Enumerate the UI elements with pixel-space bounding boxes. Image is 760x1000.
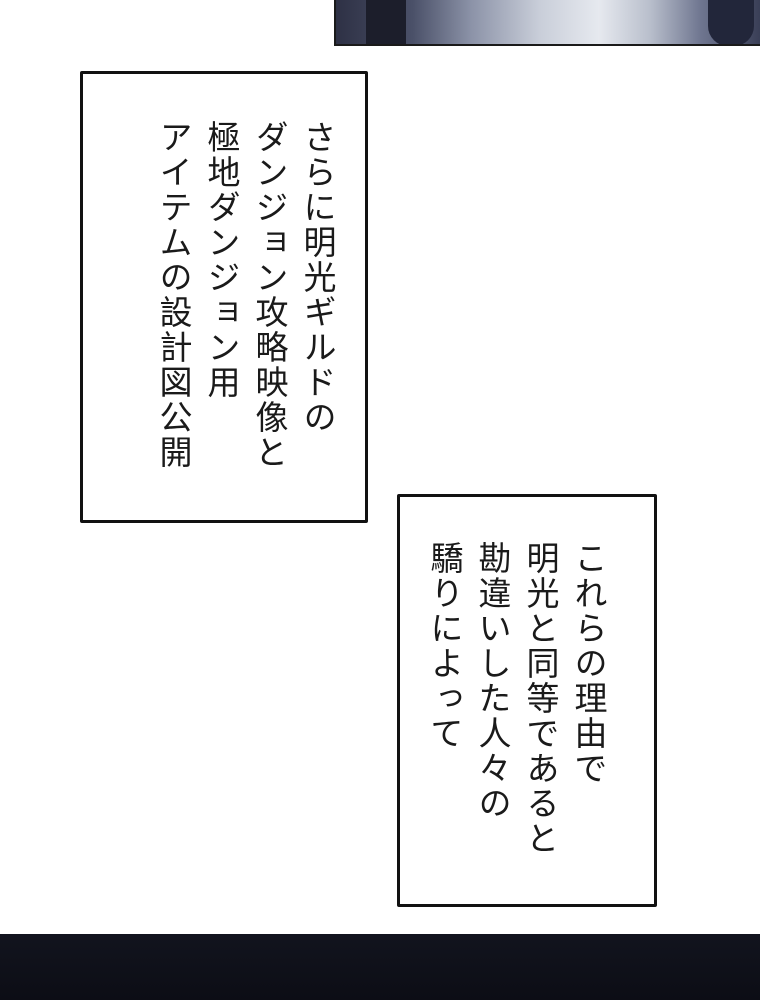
- top-artwork-panel: [334, 0, 760, 46]
- caption-line: 驕りによって: [425, 541, 464, 751]
- caption-line: さらに明光ギルドの: [298, 120, 337, 435]
- caption-line: 明光と同等であると: [521, 541, 560, 856]
- artwork-dark-shape: [366, 0, 406, 44]
- artwork-dark-shape: [708, 0, 754, 44]
- caption-line: 極地ダンジョン用: [202, 120, 241, 400]
- caption-line: これらの理由で: [569, 541, 608, 786]
- caption-box-1: さらに明光ギルドの ダンジョン攻略映像と 極地ダンジョン用 アイテムの設計図公開: [80, 71, 368, 523]
- caption-line: アイテムの設計図公開: [154, 120, 193, 470]
- caption-line: 勘違いした人々の: [473, 541, 512, 821]
- bottom-dark-panel: [0, 934, 760, 1000]
- caption-box-2: これらの理由で 明光と同等であると 勘違いした人々の 驕りによって: [397, 494, 657, 907]
- caption-line: ダンジョン攻略映像と: [250, 120, 289, 470]
